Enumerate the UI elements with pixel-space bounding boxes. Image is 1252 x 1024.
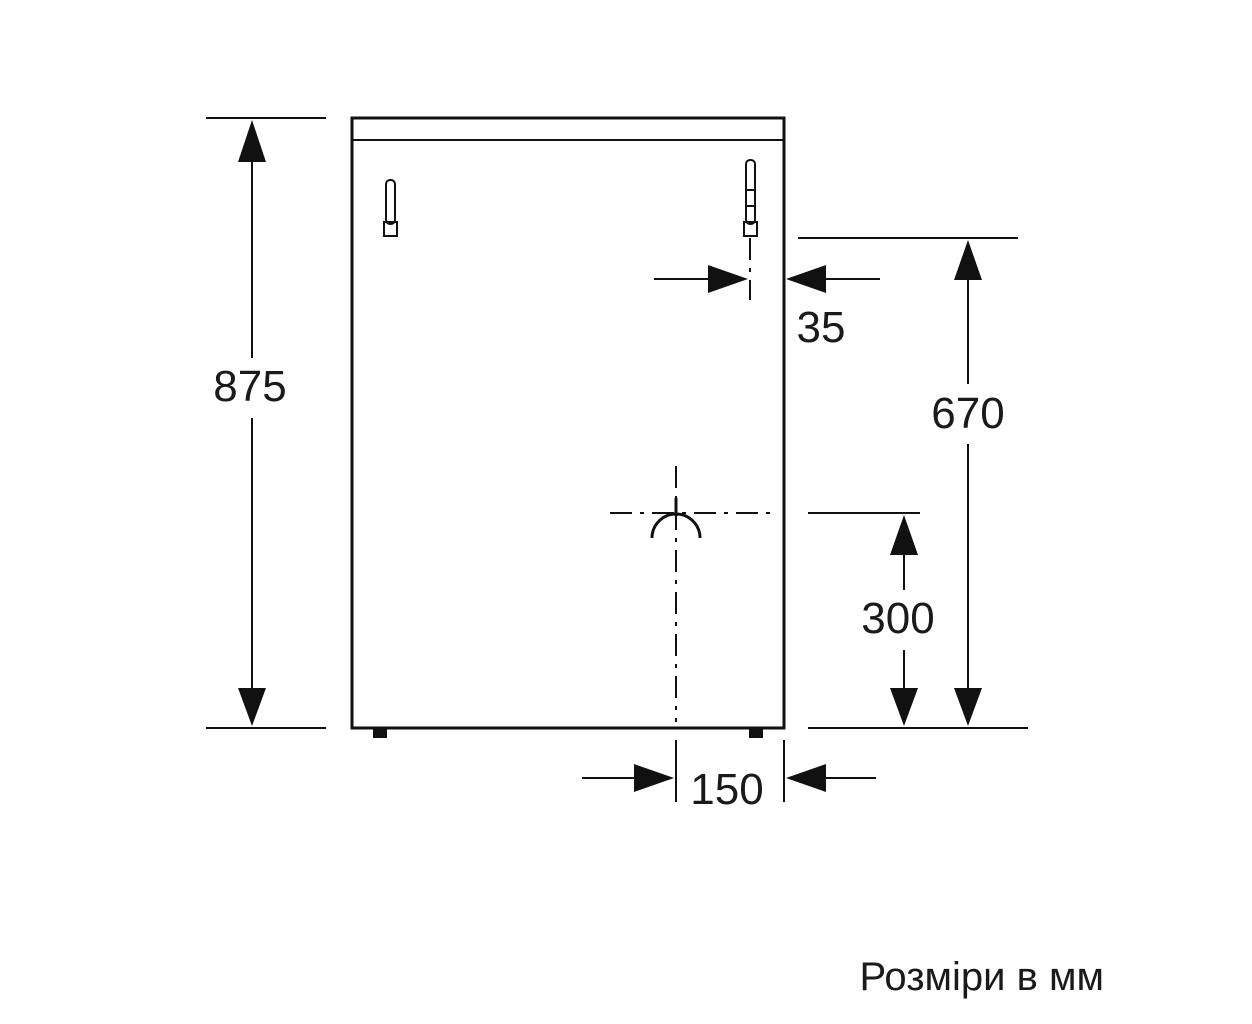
drain-offset-label: 150 xyxy=(690,765,763,814)
left-connection-hose-icon xyxy=(383,179,398,237)
appliance-body xyxy=(350,116,786,738)
arrow-right-icon xyxy=(634,764,674,792)
arrow-up-icon xyxy=(238,120,266,162)
drain-offset-dimension: 150 xyxy=(582,740,876,814)
connection-height-label: 670 xyxy=(931,389,1004,438)
arrow-left-icon xyxy=(786,265,826,293)
connection-height-dimension: 670 xyxy=(798,237,1028,729)
units-caption: Розміри в мм xyxy=(859,955,1104,999)
arrow-left-icon xyxy=(786,764,826,792)
arrow-down-icon xyxy=(238,688,266,726)
total-height-dimension: 875 xyxy=(206,117,326,729)
total-height-label: 875 xyxy=(213,362,286,411)
drain-outlet-icon xyxy=(610,466,770,722)
right-connection-hose-icon xyxy=(743,159,758,300)
drain-height-dimension: 300 xyxy=(808,512,935,726)
arrow-up-icon xyxy=(954,240,982,280)
side-offset-label: 35 xyxy=(797,303,846,352)
side-offset-dimension: 35 xyxy=(654,265,880,352)
arrow-down-icon xyxy=(954,688,982,726)
arrow-up-icon xyxy=(890,515,918,555)
arrow-right-icon xyxy=(708,265,748,293)
drain-height-label: 300 xyxy=(861,594,934,643)
arrow-down-icon xyxy=(890,688,918,726)
